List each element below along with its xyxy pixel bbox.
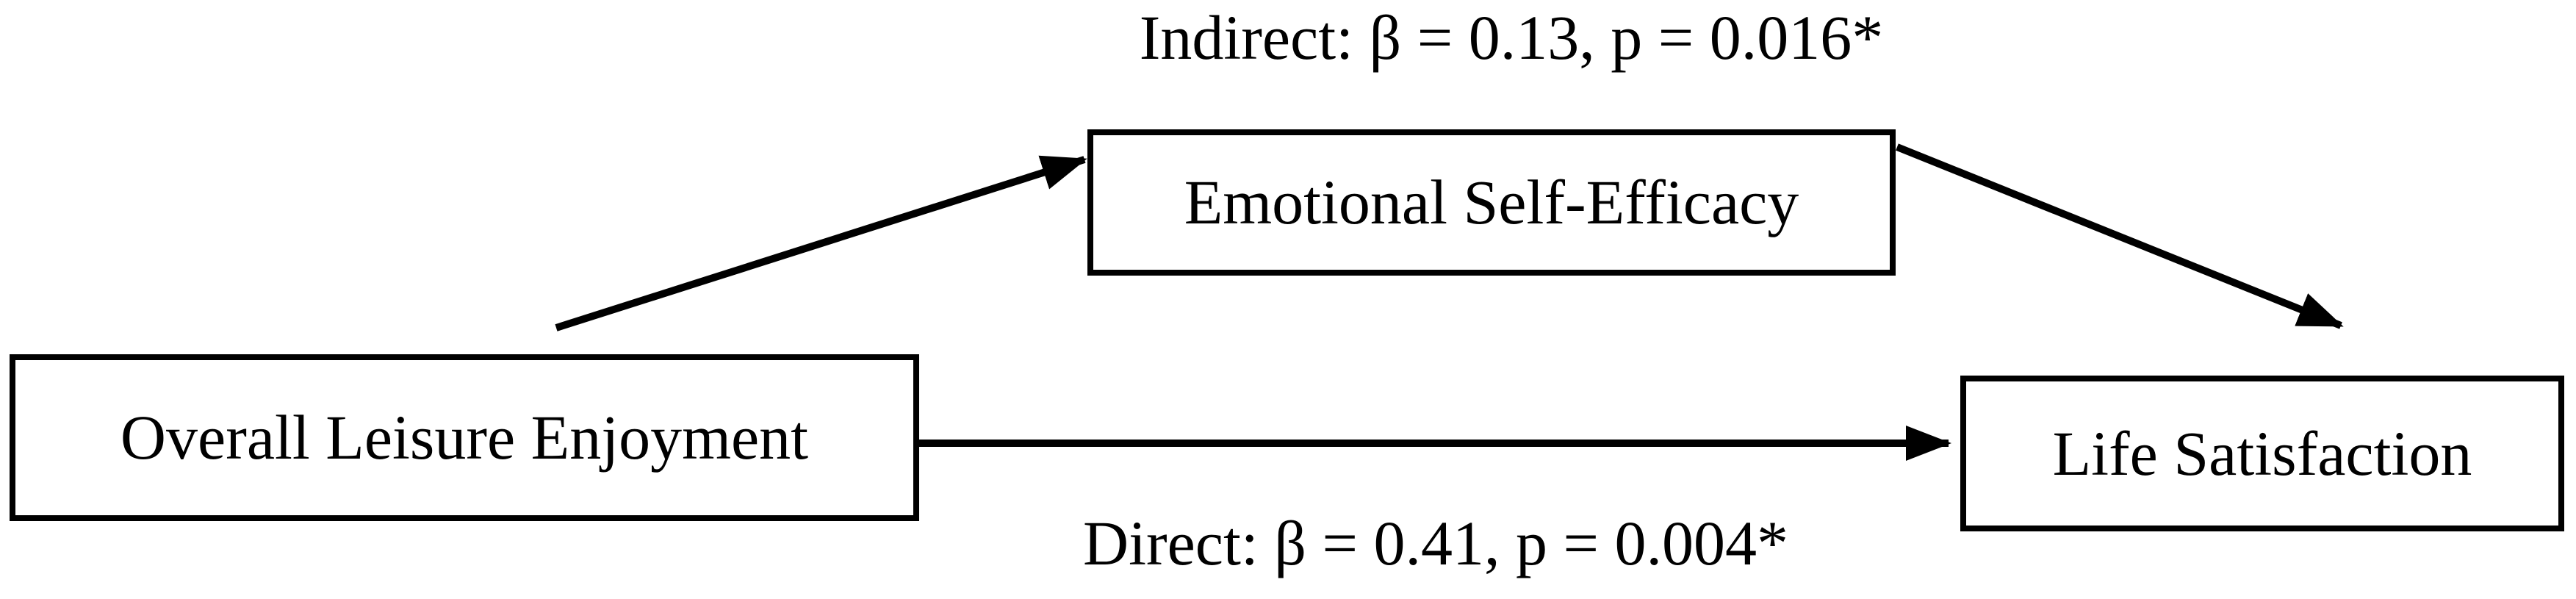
direct-effect-label: Direct: β = 0.41, p = 0.004* <box>1082 508 1789 578</box>
b-path-arrow <box>1896 143 2344 329</box>
predictor-box-label: Overall Leisure Enjoyment <box>120 402 809 473</box>
a-path-arrow <box>555 155 1087 331</box>
mediator-box-label: Emotional Self-Efficacy <box>1184 167 1799 238</box>
outcome-box-label: Life Satisfaction <box>2052 417 2472 489</box>
mediator-box: Emotional Self-Efficacy <box>1087 129 1896 276</box>
predictor-box: Overall Leisure Enjoyment <box>10 354 919 521</box>
outcome-box: Life Satisfaction <box>1960 376 2564 531</box>
indirect-effect-label: Indirect: β = 0.13, p = 0.016* <box>1139 2 1884 73</box>
